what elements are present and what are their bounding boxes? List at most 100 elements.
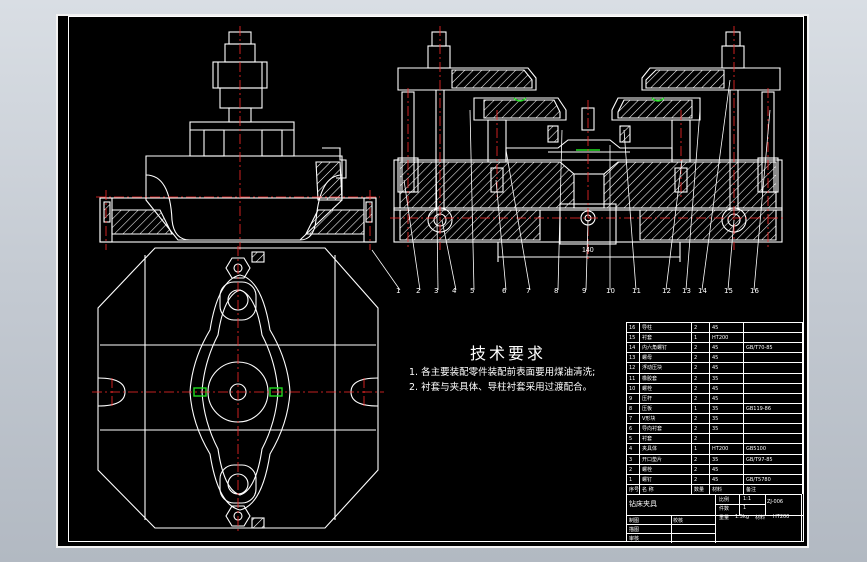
- title-block-drawing-number: ZJ-006: [767, 499, 784, 505]
- bom-cell-name: 螺钉: [639, 474, 691, 484]
- bom-cell-qty: 2: [691, 474, 709, 484]
- bom-cell-no: 12: [626, 363, 639, 373]
- title-block-gridline: [671, 515, 672, 543]
- bom-cell-no: 6: [626, 424, 639, 434]
- bom-cell-mat: 45: [709, 323, 743, 333]
- bom-cell-no: 序号: [626, 484, 639, 494]
- part-callout: 16: [750, 287, 759, 295]
- bom-cell-name: 夹具体: [639, 444, 691, 454]
- title-block-count-value: 1: [743, 505, 747, 511]
- bom-cell-qty: 2: [691, 414, 709, 424]
- bom-cell-name: V形块: [639, 414, 691, 424]
- bom-cell-no: 15: [626, 333, 639, 343]
- bom-cell-no: 14: [626, 343, 639, 353]
- bom-cell-mat: 35: [709, 403, 743, 414]
- title-block-gridline: [715, 495, 716, 543]
- bom-cell-name: 螺母: [639, 353, 691, 363]
- title-block-designer-label: 制图: [629, 518, 640, 524]
- bom-cell-mat: 35: [709, 414, 743, 424]
- bom-cell-qty: 2: [691, 434, 709, 444]
- bom-cell-std: [743, 414, 802, 424]
- bom-cell-name: 压板: [639, 403, 691, 414]
- top-view-centerlines: [92, 246, 384, 534]
- bom-cell-std: GB5100: [743, 444, 802, 454]
- part-callout: 6: [502, 287, 507, 295]
- bom-cell-mat: 45: [709, 464, 743, 474]
- bom-cell-name: 螺栓: [639, 383, 691, 393]
- bom-cell-no: 16: [626, 323, 639, 333]
- bom-cell-name: 导向衬套: [639, 424, 691, 434]
- technical-requirement-2: 2. 衬套与夹具体、导柱衬套采用过渡配合。: [409, 382, 593, 393]
- bom-cell-std: [743, 393, 802, 403]
- bom-cell-std: [743, 424, 802, 434]
- part-callout: 12: [662, 287, 671, 295]
- bom-cell-name: 压杆: [639, 393, 691, 403]
- bom-cell-std: [743, 373, 802, 383]
- bom-cell-mat: 45: [709, 474, 743, 484]
- bom-cell-name: 橡胶套: [639, 373, 691, 383]
- title-block-weight-value: 1.5kg: [735, 514, 750, 520]
- part-callout: 13: [682, 287, 691, 295]
- section-view-centerlines: [390, 26, 786, 262]
- bom-cell-std: GB/T5780: [743, 474, 802, 484]
- bom-cell-qty: 数量: [691, 484, 709, 494]
- callout-leaders: [371, 79, 771, 291]
- bom-cell-std: [743, 363, 802, 373]
- drawing-frame: [68, 16, 804, 542]
- bom-cell-mat: 45: [709, 383, 743, 393]
- bom-cell-no: 9: [626, 393, 639, 403]
- bom-cell-name: 衬套: [639, 333, 691, 343]
- bom-cell-qty: 2: [691, 323, 709, 333]
- bom-cell-no: 2: [626, 464, 639, 474]
- bom-cell-mat: 35: [709, 454, 743, 464]
- bom-cell-no: 11: [626, 373, 639, 383]
- part-callout: 1: [396, 287, 401, 295]
- title-block-weight-label: 重量: [719, 515, 730, 521]
- bom-cell-no: 10: [626, 383, 639, 393]
- part-callout: 15: [724, 287, 733, 295]
- title-block-scale-value: 1:1: [743, 496, 752, 502]
- bom-cell-mat: [709, 434, 743, 444]
- bom-cell-std: GB/T97-85: [743, 454, 802, 464]
- bom-cell-qty: 2: [691, 454, 709, 464]
- title-block-material-label: 材料: [755, 515, 766, 521]
- bom-cell-mat: HT200: [709, 333, 743, 343]
- bom-cell-name: 浮动压块: [639, 363, 691, 373]
- part-callout: 14: [698, 287, 707, 295]
- front-view: [99, 31, 377, 243]
- title-block-checker-label: 校核: [673, 518, 684, 524]
- bom-cell-mat: HT200: [709, 444, 743, 454]
- bom-cell-qty: 2: [691, 393, 709, 403]
- bom-cell-qty: 2: [691, 353, 709, 363]
- bom-cell-no: 5: [626, 434, 639, 444]
- title-block-gridline: [715, 504, 765, 505]
- section-view: [393, 31, 783, 262]
- bom-cell-std: [743, 383, 802, 393]
- title-block-scale-label: 比例: [719, 497, 730, 503]
- bom-cell-mat: 45: [709, 353, 743, 363]
- bom-cell-no: 8: [626, 403, 639, 414]
- bom-cell-qty: 2: [691, 464, 709, 474]
- bom-cell-mat: 35: [709, 424, 743, 434]
- front-view-centerlines: [96, 26, 380, 250]
- bom-cell-std: [743, 464, 802, 474]
- bom-cell-no: 3: [626, 454, 639, 464]
- bom-cell-std: GB/T70-85: [743, 343, 802, 353]
- bom-cell-std: GB119-86: [743, 403, 802, 414]
- part-callout: 10: [606, 287, 615, 295]
